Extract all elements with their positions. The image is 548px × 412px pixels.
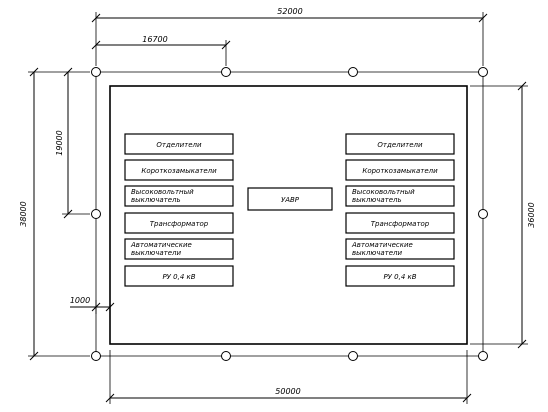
equipment-label: Отделители <box>377 141 423 149</box>
equipment-label: РУ 0,4 кВ <box>162 273 195 281</box>
column-marker <box>478 209 488 219</box>
column-marker <box>478 67 488 77</box>
column-marker <box>478 351 488 361</box>
equipment-box <box>124 265 234 287</box>
equipment-label: выключатель <box>131 196 181 204</box>
equipment-label: Автоматические <box>130 241 192 249</box>
uavr-label: УАВР <box>281 196 300 204</box>
dimension-right-total: 36000 <box>470 81 536 349</box>
equipment-box <box>345 185 455 207</box>
dimension-label: 1000 <box>70 296 90 305</box>
equipment-box <box>124 212 234 234</box>
dimension-top-partial: 16700 <box>91 35 231 66</box>
equipment-box <box>345 265 455 287</box>
equipment-label: выключатели <box>131 249 182 257</box>
uavr-box: УАВР <box>247 187 333 211</box>
equipment-box <box>124 159 234 181</box>
equipment-label: Короткозамыкатели <box>141 167 217 175</box>
equipment-label: Трансформатор <box>371 220 430 228</box>
equipment-label: Автоматические <box>351 241 413 249</box>
equipment-label: выключатели <box>352 249 403 257</box>
equipment-right-column: ОтделителиКороткозамыкателиВысоковольтны… <box>345 133 455 287</box>
equipment-box <box>345 238 455 260</box>
building-outline <box>109 85 468 345</box>
equipment-label: Высоковольтный <box>352 188 415 196</box>
column-marker <box>221 67 231 77</box>
dimension-label: 19000 <box>55 130 64 155</box>
equipment-box <box>345 159 455 181</box>
equipment-box <box>345 212 455 234</box>
column-marker <box>348 67 358 77</box>
equipment-label: выключатель <box>352 196 402 204</box>
dimension-label: 38000 <box>19 201 28 226</box>
dimension-label: 36000 <box>527 202 536 227</box>
dimension-bottom-total: 50000 <box>105 350 472 404</box>
dimension-left-total: 38000 <box>19 67 90 361</box>
equipment-label: Отделители <box>156 141 202 149</box>
equipment-label: Трансформатор <box>150 220 209 228</box>
dimension-label: 52000 <box>277 7 302 16</box>
equipment-box <box>345 133 455 155</box>
equipment-label: Короткозамыкатели <box>362 167 438 175</box>
column-marker <box>221 351 231 361</box>
dimension-offset: 1000 <box>70 296 115 314</box>
equipment-left-column: ОтделителиКороткозамыкателиВысоковольтны… <box>124 133 234 287</box>
dimension-label: 50000 <box>275 387 300 396</box>
column-markers <box>91 67 488 361</box>
dimension-top-total: 52000 <box>91 7 488 66</box>
column-marker <box>348 351 358 361</box>
column-marker <box>91 209 101 219</box>
equipment-label: РУ 0,4 кВ <box>383 273 416 281</box>
column-marker <box>91 67 101 77</box>
dimension-label: 16700 <box>142 35 167 44</box>
column-marker <box>91 351 101 361</box>
equipment-label: Высоковольтный <box>131 188 194 196</box>
equipment-box <box>124 238 234 260</box>
equipment-box <box>124 133 234 155</box>
equipment-box <box>124 185 234 207</box>
dimension-left-partial: 19000 <box>55 67 90 219</box>
